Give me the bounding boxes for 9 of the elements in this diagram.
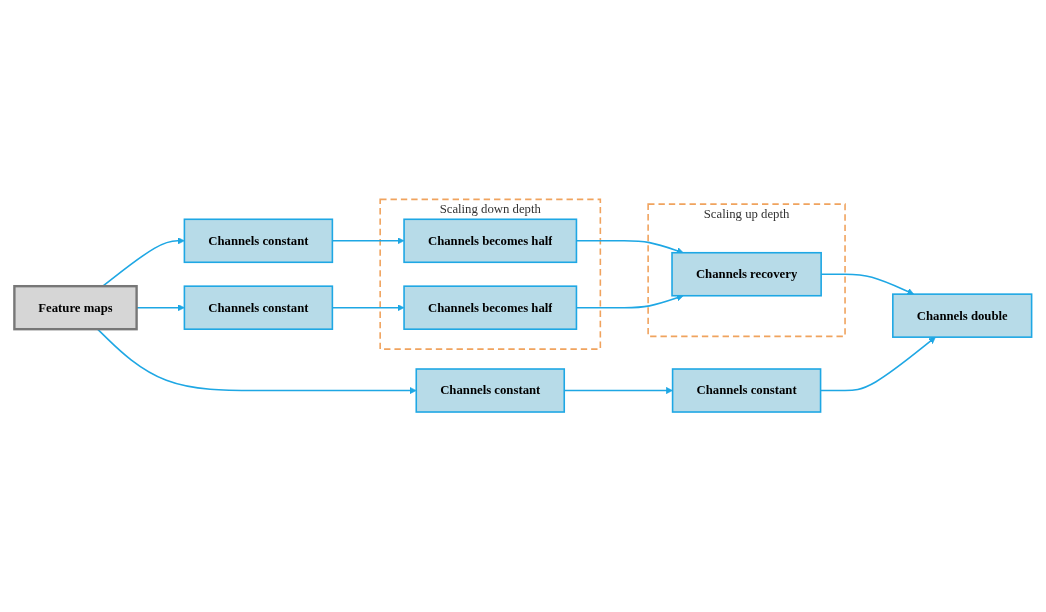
node-box: Channels recovery	[671, 252, 822, 297]
node-box: Channels becomes half	[403, 218, 578, 264]
node-box: Channels constant	[671, 368, 822, 414]
node-box: Channels constant	[183, 285, 334, 331]
node-box: Feature maps	[13, 285, 138, 331]
node-box: Channels constant	[415, 368, 566, 414]
node-box: Channels constant	[183, 218, 334, 264]
node-box: Channels becomes half	[403, 285, 578, 331]
node-box: Channels double	[892, 293, 1033, 339]
